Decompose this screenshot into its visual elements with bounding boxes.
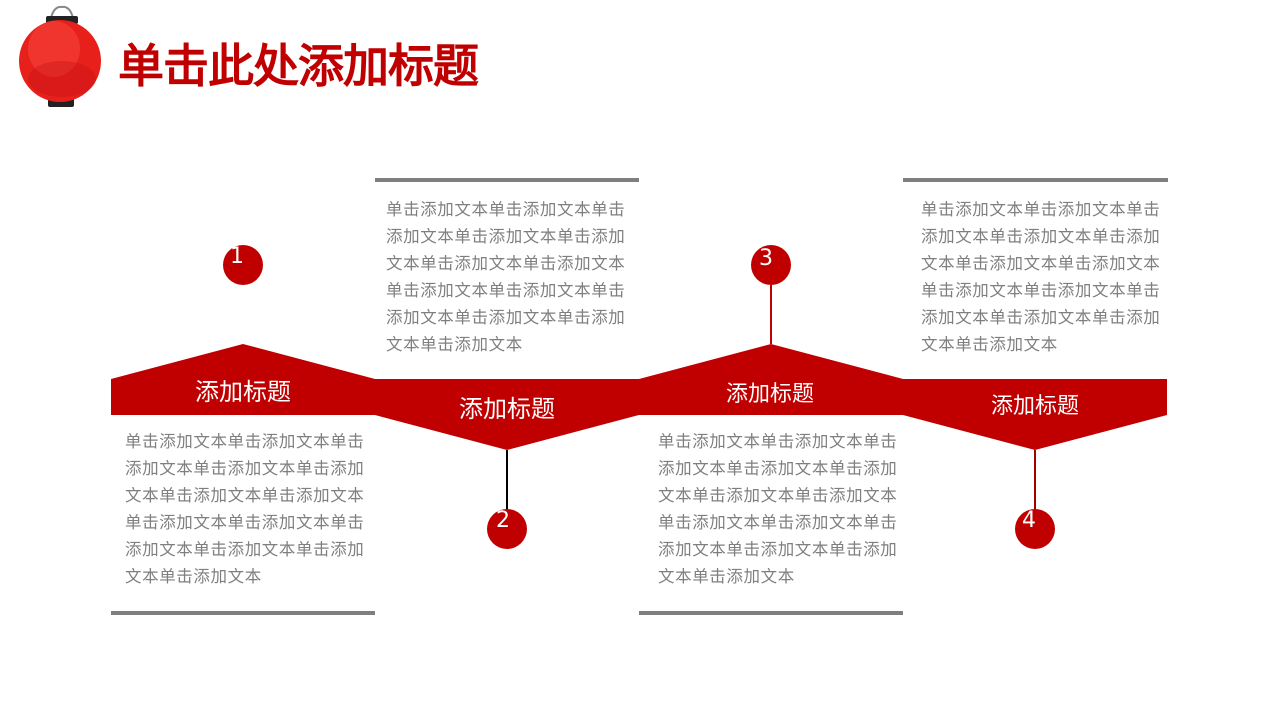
text-line: 单击添加文本单击添加文本单击 [921, 281, 1161, 300]
step-text-1[interactable]: 单击添加文本单击添加文本单击添加文本单击添加文本单击添加文本单击添加文本单击添加… [125, 428, 375, 590]
step-number-3: 3 [759, 246, 773, 271]
step-heading-3[interactable]: 添加标题 [725, 382, 814, 407]
text-line: 添加文本单击添加文本单击添加 [921, 308, 1161, 327]
text-line: 文本单击添加文本 [658, 567, 795, 586]
step-text-3[interactable]: 单击添加文本单击添加文本单击添加文本单击添加文本单击添加文本单击添加文本单击添加… [658, 428, 908, 590]
step-heading-4[interactable]: 添加标题 [990, 394, 1079, 419]
text-line: 文本单击添加文本单击添加文本 [921, 254, 1161, 273]
step-heading-2[interactable]: 添加标题 [459, 395, 555, 423]
text-line: 单击添加文本单击添加文本单击 [386, 200, 626, 219]
text-line: 单击添加文本单击添加文本单击 [125, 432, 365, 451]
lantern-icon [19, 5, 101, 107]
divider-bar [903, 178, 1168, 182]
text-line: 文本单击添加文本单击添加文本 [125, 486, 365, 505]
text-line: 添加文本单击添加文本单击添加 [658, 459, 898, 478]
text-line: 单击添加文本单击添加文本单击 [658, 513, 898, 532]
text-line: 添加文本单击添加文本单击添加 [658, 540, 898, 559]
text-line: 文本单击添加文本 [125, 567, 262, 586]
step-number-2: 2 [496, 508, 510, 533]
step-circle-1 [223, 245, 263, 285]
text-line: 文本单击添加文本单击添加文本 [658, 486, 898, 505]
text-line: 文本单击添加文本 [921, 335, 1058, 354]
text-line: 单击添加文本单击添加文本单击 [125, 513, 365, 532]
step-circle-4 [1015, 509, 1055, 549]
text-line: 添加文本单击添加文本单击添加 [125, 540, 365, 559]
text-line: 单击添加文本单击添加文本单击 [386, 281, 626, 300]
step-number-1: 1 [230, 244, 244, 269]
step-number-4: 4 [1022, 508, 1036, 533]
divider-bar [639, 611, 903, 615]
text-line: 单击添加文本单击添加文本单击 [658, 432, 898, 451]
text-line: 添加文本单击添加文本单击添加 [125, 459, 365, 478]
text-line: 添加文本单击添加文本单击添加 [921, 227, 1161, 246]
page-title[interactable]: 单击此处添加标题 [118, 39, 479, 93]
text-line: 添加文本单击添加文本单击添加 [386, 308, 626, 327]
divider-bar [375, 178, 639, 182]
step-heading-1[interactable]: 添加标题 [195, 378, 291, 406]
step-circle-2 [487, 509, 527, 549]
ribbon-band [111, 344, 1167, 450]
text-line: 单击添加文本单击添加文本单击 [921, 200, 1161, 219]
text-line: 文本单击添加文本单击添加文本 [386, 254, 626, 273]
divider-bar [111, 611, 375, 615]
text-line: 文本单击添加文本 [386, 335, 523, 354]
step-text-2[interactable]: 单击添加文本单击添加文本单击添加文本单击添加文本单击添加文本单击添加文本单击添加… [386, 196, 636, 358]
step-circle-3 [751, 245, 791, 285]
step-text-4[interactable]: 单击添加文本单击添加文本单击添加文本单击添加文本单击添加文本单击添加文本单击添加… [921, 196, 1171, 358]
text-line: 添加文本单击添加文本单击添加 [386, 227, 626, 246]
